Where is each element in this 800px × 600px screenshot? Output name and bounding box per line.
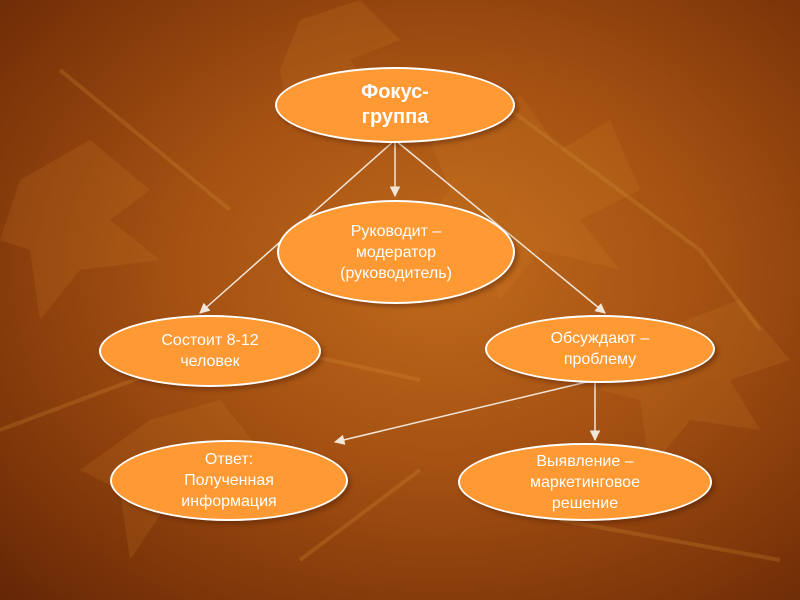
node-discuss-problem: Обсуждают – проблему — [485, 315, 715, 383]
edge-discuss-to-answer — [333, 379, 596, 445]
node-focus-group: Фокус- группа — [275, 67, 515, 143]
node-group-size: Состоит 8-12 человек — [99, 315, 321, 387]
node-moderator: Руководит – модератор (руководитель) — [277, 200, 515, 304]
node-answer: Ответ: Полученная информация — [110, 440, 348, 521]
node-marketing-decision: Выявление – маркетинговое решение — [458, 443, 712, 521]
